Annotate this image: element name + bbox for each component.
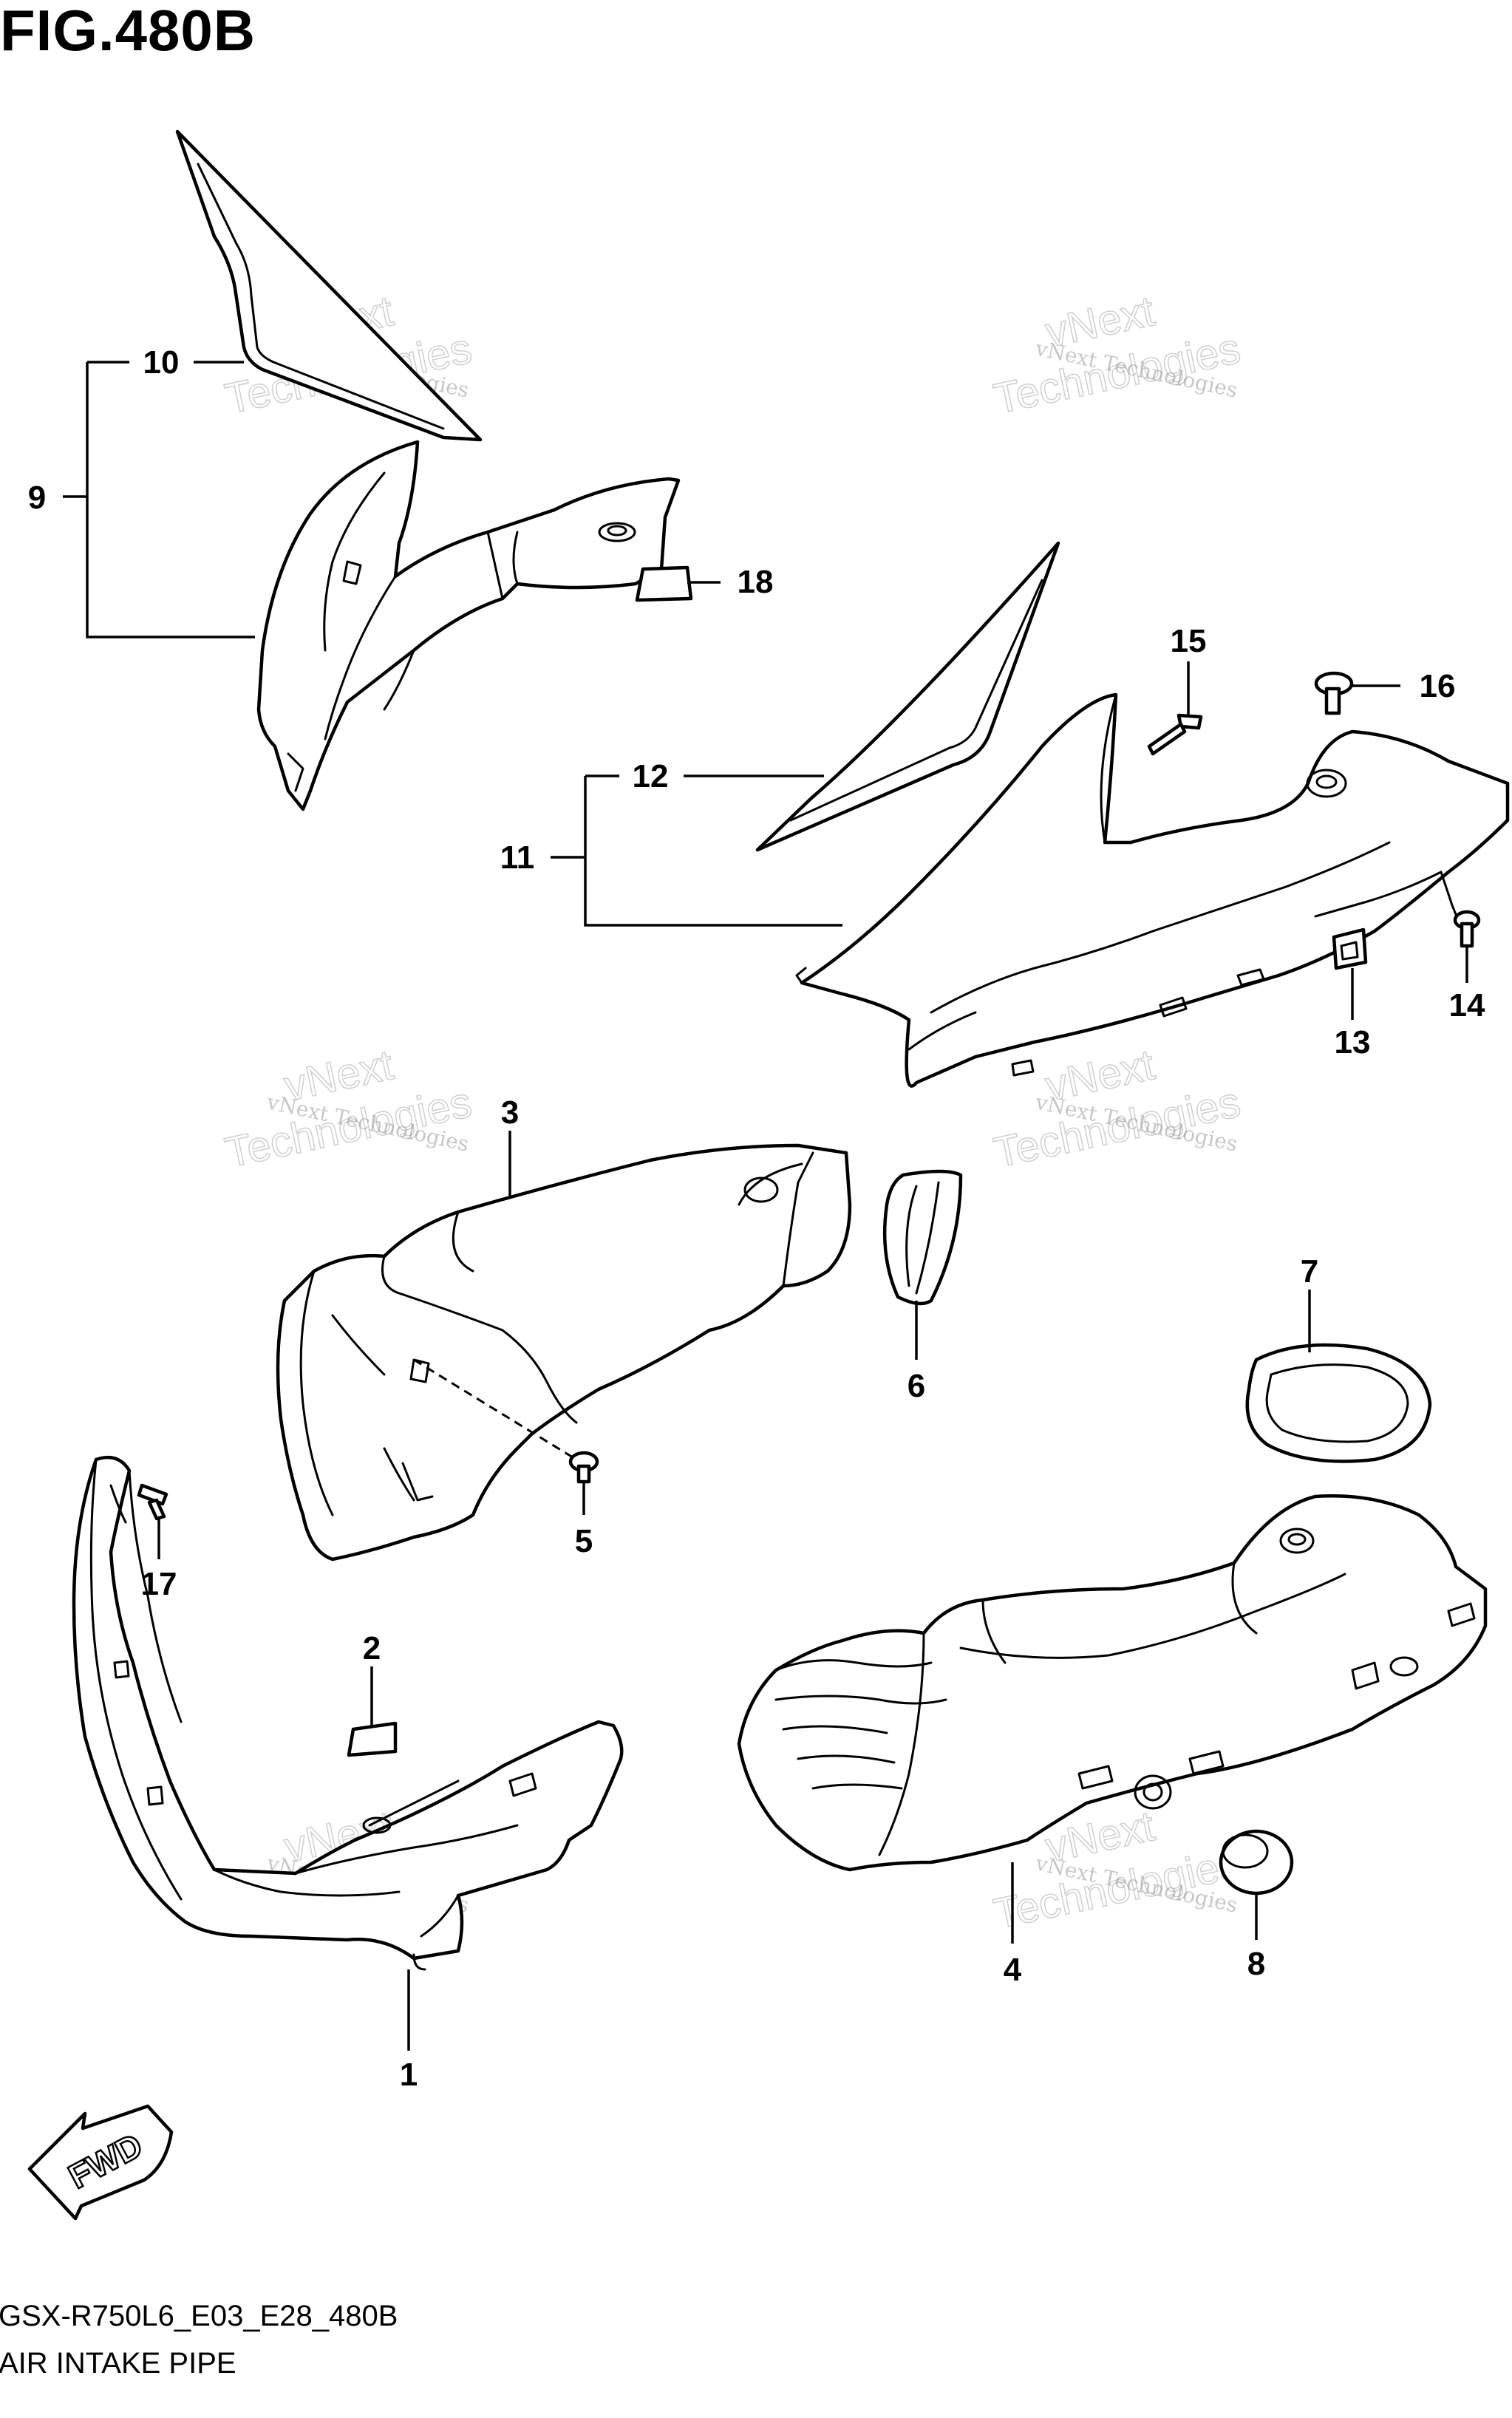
callout-7: 7 [1301,1253,1318,1290]
callout-3: 3 [501,1094,519,1131]
callout-numbers: 10 9 18 15 16 12 11 13 14 3 7 6 5 17 2 8… [28,344,1485,2093]
callout-1: 1 [400,2057,418,2093]
callout-17: 17 [141,1566,177,1602]
part-17-screw [137,1483,168,1521]
callout-4: 4 [1004,1952,1022,1988]
fwd-arrow-icon: FWD [27,2104,174,2221]
callout-15: 15 [1171,623,1207,659]
part-18-label [635,565,693,602]
callout-11: 11 [500,840,535,876]
leader-lines [63,361,1468,2051]
figure-title: FIG.480B [0,0,256,63]
part-14-rivet [1453,910,1481,948]
callout-13: 13 [1335,1024,1371,1060]
callout-18: 18 [738,564,774,600]
callout-9: 9 [28,480,46,516]
part-9-cowl-left [256,440,681,811]
part-7-seal [1245,1343,1432,1463]
callout-2: 2 [363,1630,381,1666]
watermark-3: vNext Technologies vNext Technologies [220,1041,476,1178]
model-code: GSX-R750L6_E03_E28_480B [0,2300,398,2332]
section-name: AIR INTAKE PIPE [0,2347,236,2380]
part-8-grommet [1219,1829,1294,1896]
part-3-air-duct-left [276,1143,852,1562]
callout-6: 6 [907,1368,925,1404]
part-2-label [347,1721,398,1757]
part-1-lower-cowl [72,1455,624,1971]
callout-5: 5 [575,1523,593,1559]
watermark-2: vNext Technologies vNext Technologies [989,287,1244,424]
callout-16: 16 [1420,668,1456,704]
part-11-cowl-right [795,692,1510,1088]
part-5-rivet [568,1451,599,1484]
part-12-decal [755,541,1060,852]
callout-10: 10 [143,344,180,381]
part-6-seal [882,1169,963,1306]
callout-12: 12 [633,758,669,794]
part-10-decal [175,129,483,442]
part-4-air-duct-right [737,1494,1488,1872]
part-15-screw [1147,713,1203,756]
callout-8: 8 [1247,1946,1265,1982]
part-16-rivet [1314,671,1354,715]
part-13-clip [1332,927,1368,970]
callout-14: 14 [1449,987,1485,1024]
